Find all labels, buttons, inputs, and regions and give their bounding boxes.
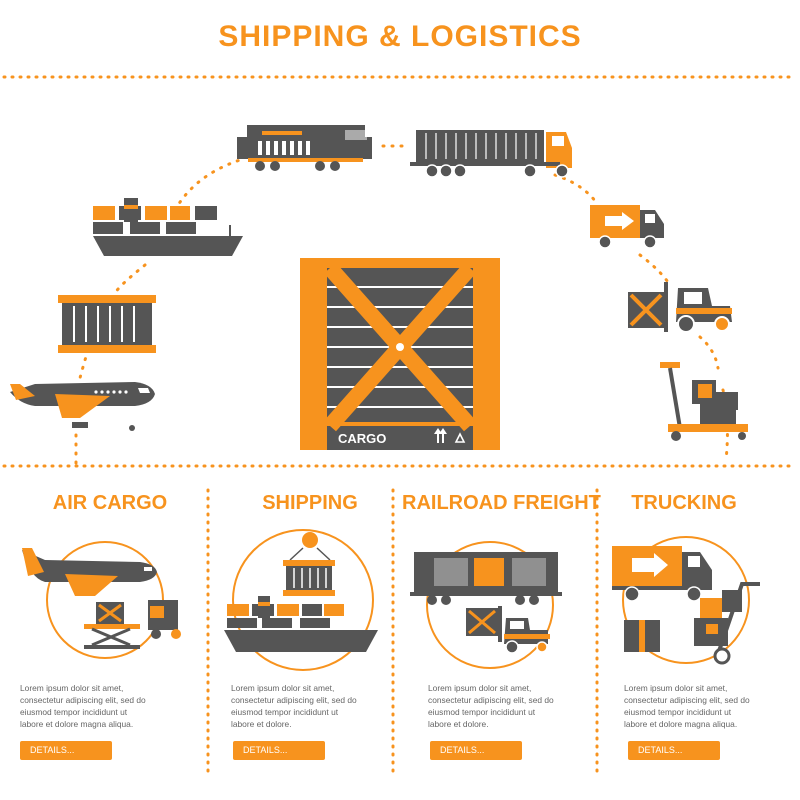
cargo-ship-icon (93, 198, 243, 256)
section-description: Lorem ipsum dolor sit amet, consectetur … (20, 683, 146, 729)
section-heading: SHIPPING (262, 492, 358, 514)
recycle-icon (454, 432, 466, 443)
section-description: Lorem ipsum dolor sit amet, consectetur … (624, 683, 750, 729)
section-heading: RAILROAD FREIGHT (402, 492, 601, 514)
section-description: Lorem ipsum dolor sit amet, consectetur … (231, 683, 357, 729)
railroad-freight-illustration (410, 541, 562, 669)
section-shipping: SHIPPING Lorem ipsum dolor sit amet, con… (220, 488, 400, 760)
section-heading: AIR CARGO (52, 492, 168, 514)
details-button[interactable]: DETAILS... (20, 741, 112, 760)
route-path (74, 144, 729, 465)
air-cargo-illustration (22, 541, 181, 659)
this-side-up-icon (434, 428, 447, 443)
forklift-icon (628, 282, 732, 333)
dividers (2, 75, 798, 777)
shipping-illustration (224, 529, 378, 671)
details-button[interactable]: DETAILS... (430, 741, 522, 760)
shipping-container-icon (58, 295, 156, 353)
section-railroad-freight: RAILROAD FREIGHT Lorem ipsum dolor sit a… (402, 488, 601, 760)
cargo-crate-icon (300, 258, 500, 450)
section-description: Lorem ipsum dolor sit amet, consectetur … (428, 683, 554, 729)
hand-truck-icon (694, 582, 760, 665)
train-icon (237, 125, 372, 171)
delivery-van-icon (590, 205, 664, 249)
section-trucking: TRUCKING Lorem ipsum dolor sit amet, con… (594, 488, 774, 760)
trucking-illustration (612, 536, 760, 665)
semi-truck-icon (410, 130, 572, 178)
details-button[interactable]: DETAILS... (233, 741, 325, 760)
details-button[interactable]: DETAILS... (628, 741, 720, 760)
section-heading: TRUCKING (631, 492, 737, 514)
page-title: SHIPPING & LOGISTICS (218, 20, 582, 53)
crate-label: CARGO (338, 431, 386, 446)
airplane-icon (10, 382, 155, 431)
crane-hook-icon (302, 532, 318, 548)
section-air-cargo: AIR CARGO Lorem ipsum dolor sit amet, co… (20, 488, 200, 760)
pallet-jack-icon (660, 362, 748, 441)
